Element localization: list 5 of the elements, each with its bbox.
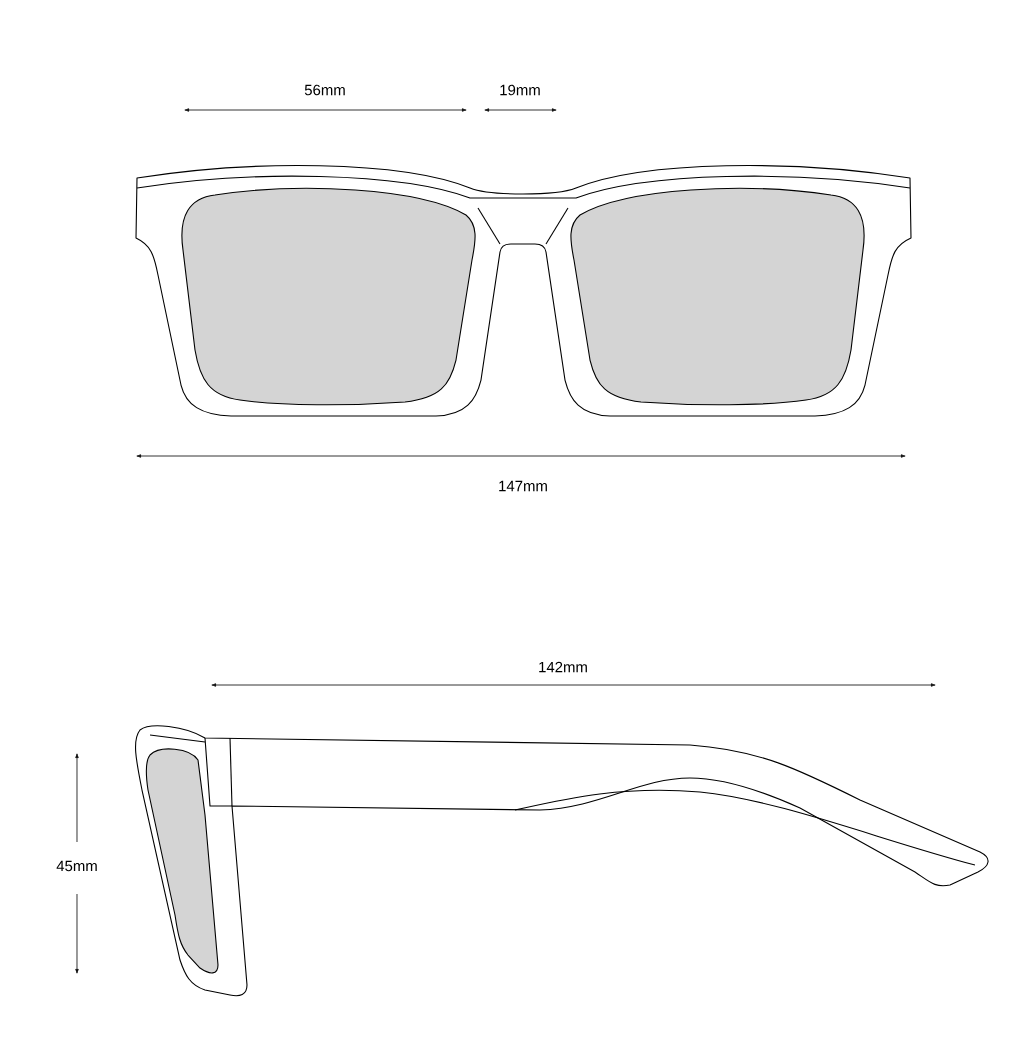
dimension-label: 147mm (499, 480, 547, 492)
dimension-label: 142mm (539, 661, 587, 673)
dimension-label: 56mm (304, 84, 345, 96)
dimension-label: 19mm (500, 84, 540, 96)
dimension-label: 45mm (56, 860, 97, 872)
